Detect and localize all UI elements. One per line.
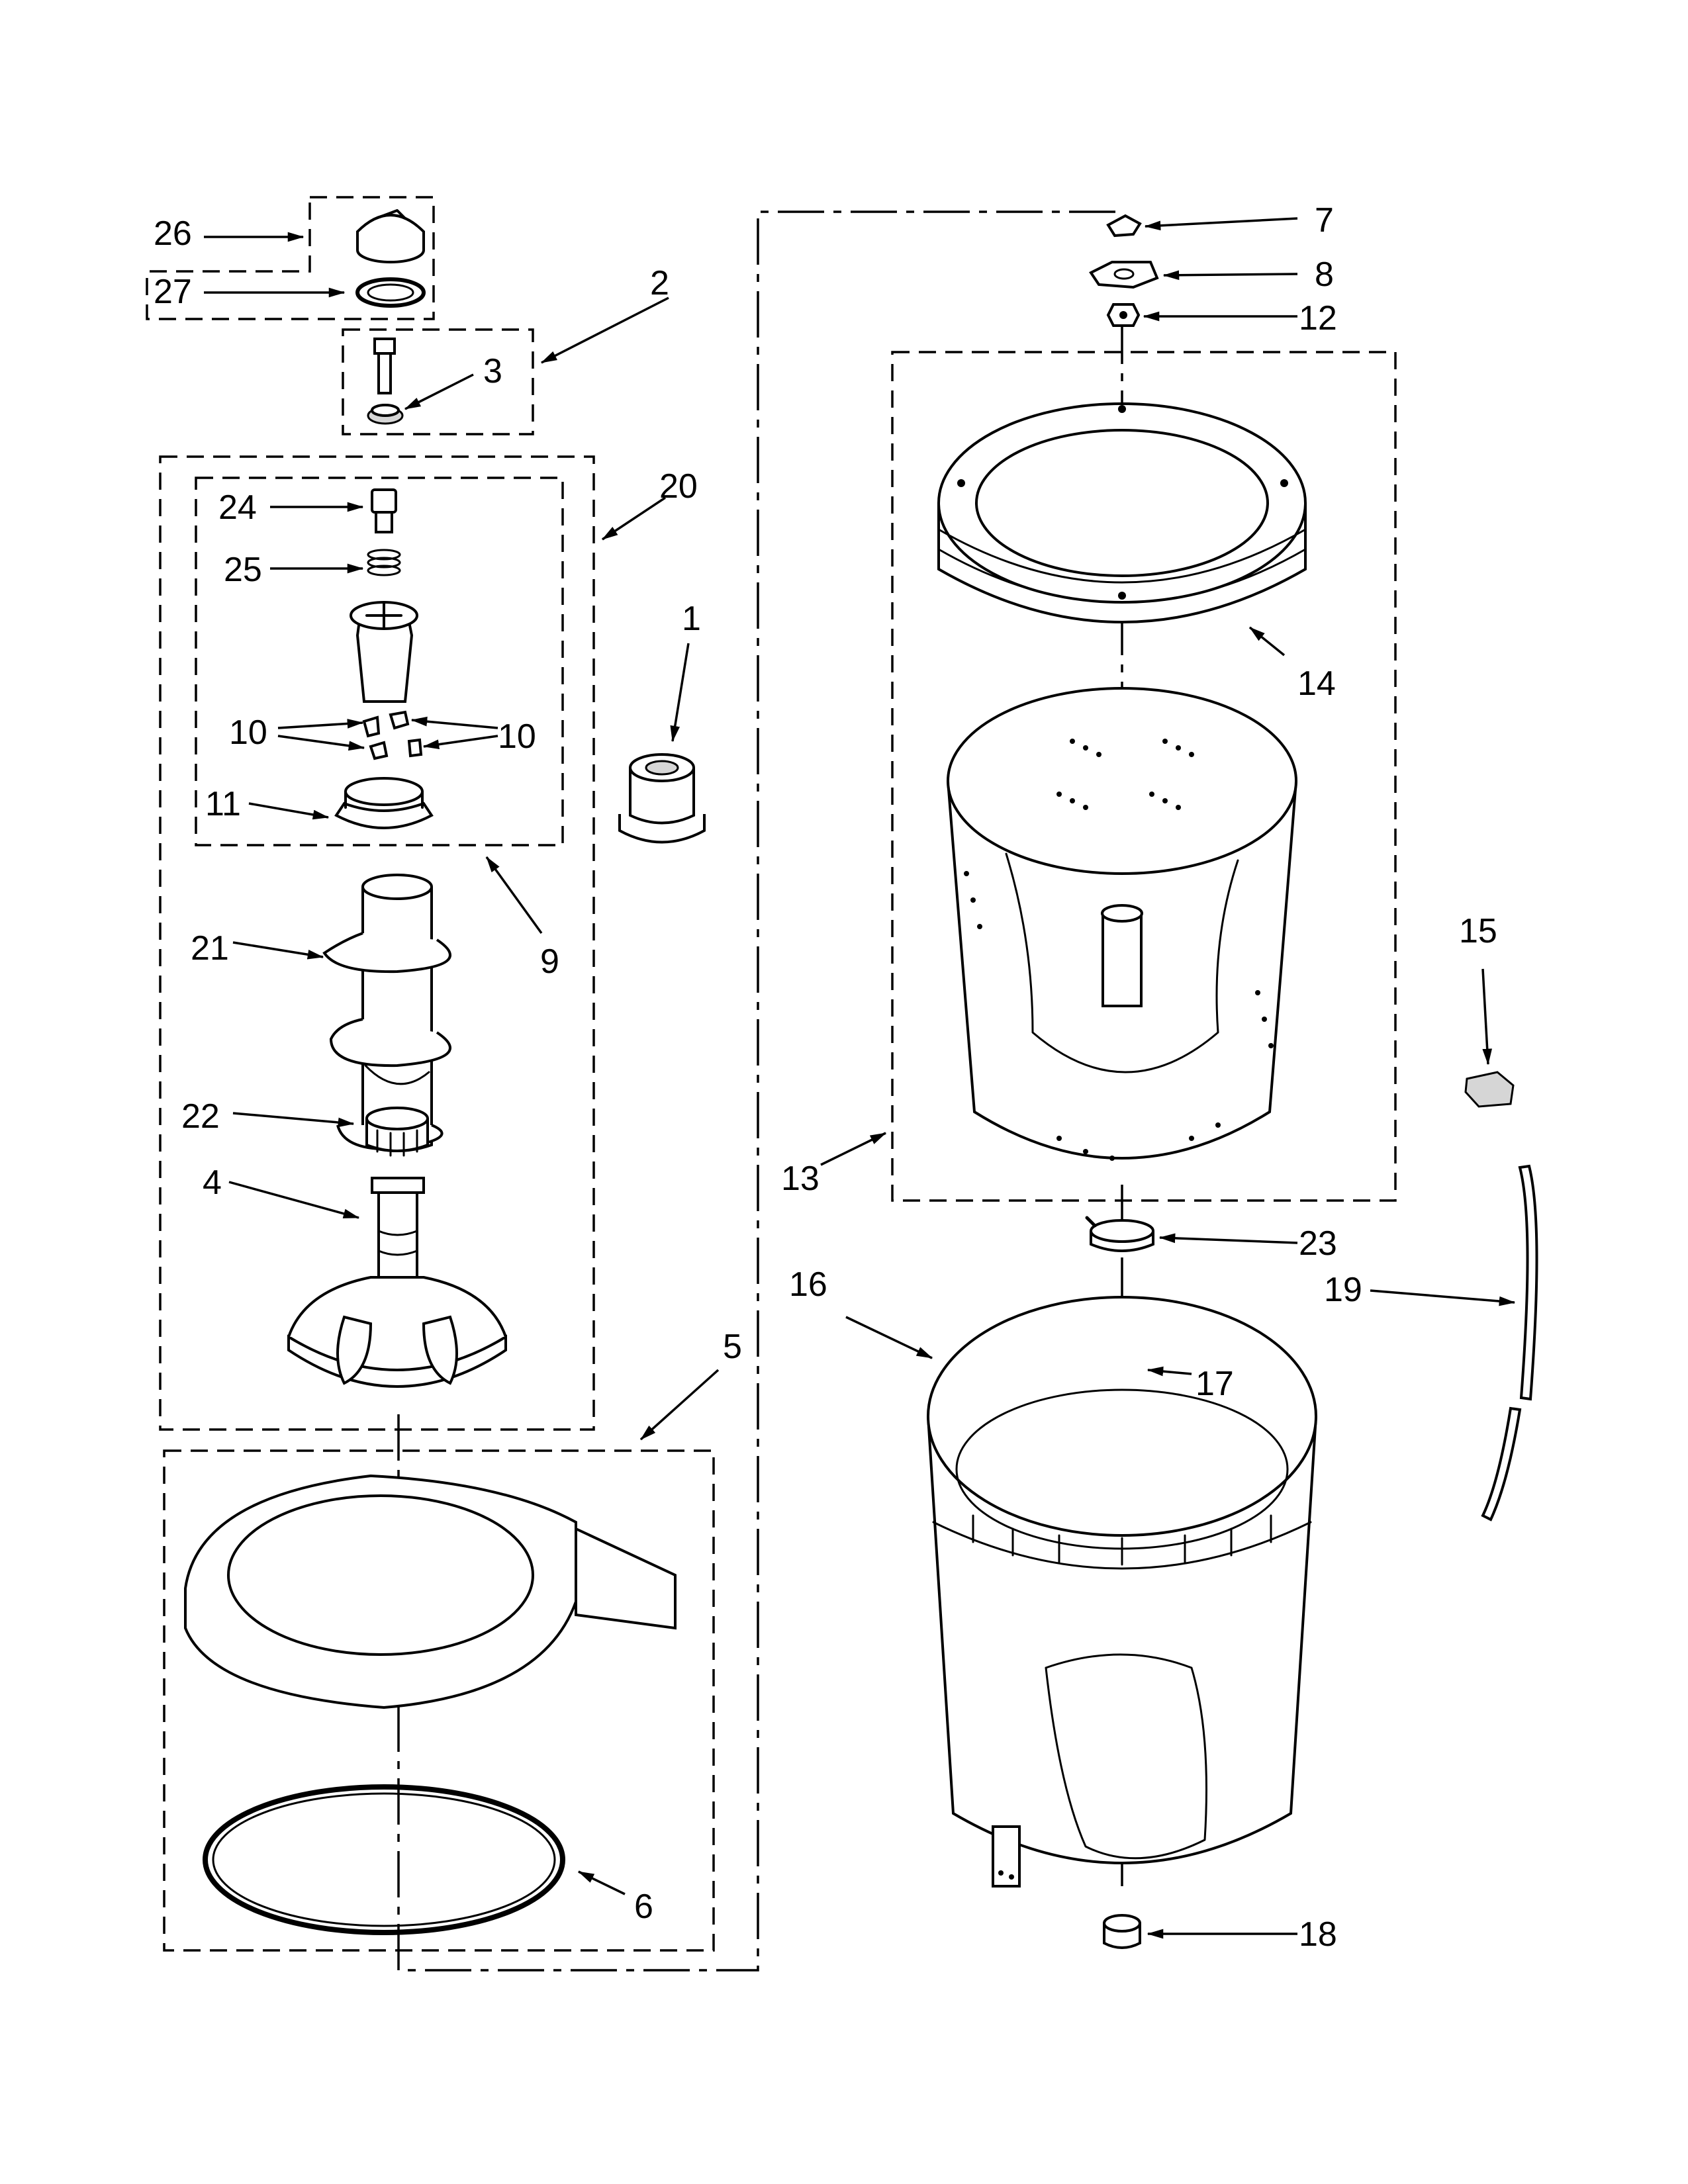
callout-26: 26 <box>154 214 192 253</box>
callout-13: 13 <box>781 1160 820 1198</box>
callout-1: 1 <box>682 600 701 638</box>
part-7-clip <box>1106 214 1142 238</box>
callout-5: 5 <box>723 1328 742 1366</box>
leader-lines <box>204 217 1516 1939</box>
callout-17: 17 <box>1196 1365 1234 1403</box>
callout-19: 19 <box>1324 1271 1362 1309</box>
callout-10-right: 10 <box>498 717 536 756</box>
callout-21: 21 <box>191 929 229 968</box>
callout-10-left: 10 <box>229 713 267 752</box>
part-1-plug <box>618 753 706 844</box>
callout-18: 18 <box>1299 1915 1337 1954</box>
callout-4: 4 <box>203 1163 222 1202</box>
part-14-balance-ring <box>937 402 1307 623</box>
part-24-cap <box>371 488 397 533</box>
callout-7: 7 <box>1315 201 1334 240</box>
callout-15: 15 <box>1459 912 1497 950</box>
callout-23: 23 <box>1299 1224 1337 1263</box>
part-15-clip <box>1464 1071 1515 1108</box>
part-23-clamp <box>1085 1216 1154 1252</box>
part-27-ring <box>355 277 426 308</box>
part-3-bolt <box>367 338 404 425</box>
callout-16: 16 <box>789 1265 827 1304</box>
part-16-outer-tub <box>927 1296 1317 1888</box>
part-11-ring <box>334 777 434 829</box>
part-12-nut <box>1106 303 1141 327</box>
callout-11: 11 <box>205 785 241 823</box>
part-22-bearing <box>365 1107 429 1157</box>
part-26-cap <box>356 209 425 263</box>
callout-14: 14 <box>1297 664 1336 703</box>
basket-perforations <box>964 739 1274 1161</box>
part-25-spring <box>367 549 401 576</box>
part-18-plug <box>1103 1914 1141 1949</box>
callout-25: 25 <box>224 551 262 589</box>
callout-12: 12 <box>1299 299 1337 338</box>
callout-20: 20 <box>659 467 698 506</box>
callout-9: 9 <box>540 942 559 981</box>
part-10-dogs <box>362 710 423 760</box>
callout-3: 3 <box>483 352 502 390</box>
part-6-gasket <box>203 1784 565 1935</box>
part-agitator-cam <box>350 601 418 703</box>
part-5-tub-ring <box>184 1474 677 1709</box>
group-boxes <box>146 196 1397 1952</box>
part-4-agitator-base <box>287 1177 507 1388</box>
callout-6: 6 <box>634 1888 653 1926</box>
part-13-basket <box>947 687 1297 1161</box>
part-8-plate <box>1089 261 1159 289</box>
callout-22: 22 <box>181 1097 220 1136</box>
callout-labels: 26 27 2 3 20 24 25 10 10 11 1 9 21 22 4 … <box>154 201 1497 1954</box>
part-19-hose <box>1481 1164 1538 1522</box>
callout-8: 8 <box>1315 255 1334 294</box>
callout-24: 24 <box>218 488 257 527</box>
callout-2: 2 <box>650 264 669 302</box>
callout-27: 27 <box>154 273 192 311</box>
